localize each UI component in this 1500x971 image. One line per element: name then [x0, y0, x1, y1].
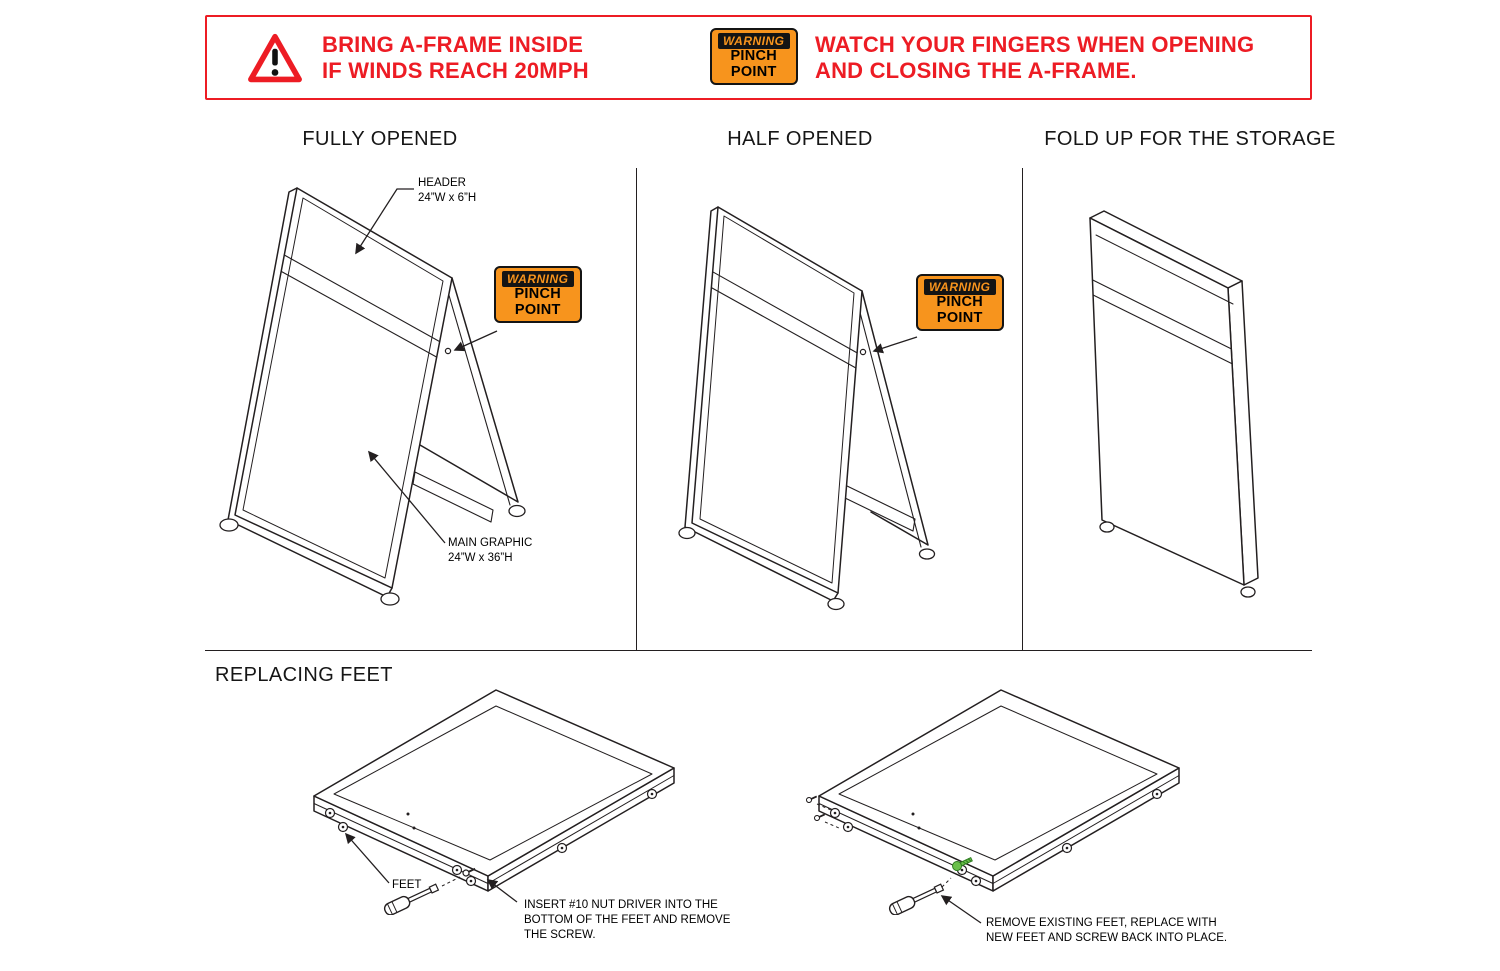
replacing-feet-title: REPLACING FEET	[215, 664, 393, 686]
half-opened-drawing	[675, 185, 975, 615]
header-label-line1: HEADER	[418, 177, 466, 189]
nut-driver-icon	[888, 883, 945, 915]
screw-icon	[805, 795, 818, 804]
feet-illustration	[1099, 521, 1256, 598]
feet-label: FEET	[392, 879, 422, 891]
finger-warning-line2: AND CLOSING THE A-FRAME.	[815, 58, 1137, 84]
remove-instruction-line1: INSERT #10 NUT DRIVER INTO THE	[524, 899, 718, 911]
section-divider-horizontal	[205, 650, 1312, 651]
pinch-point-warning-sign: WARNING PINCH POINT	[916, 274, 1004, 331]
pinch-sign-line1: PINCH	[514, 286, 562, 303]
section-divider-right	[1022, 168, 1023, 650]
wind-warning-line1: BRING A-FRAME INSIDE	[322, 32, 584, 57]
finger-warning-text: WATCH YOUR FINGERS WHEN OPENING AND CLOS…	[815, 32, 1254, 85]
pinch-sign-line1: PINCH	[936, 294, 984, 311]
remove-feet-drawing	[300, 680, 695, 915]
main-graphic-label-line2: 24”W x 36”H	[448, 551, 513, 564]
flat-aframe-remove-illustration	[313, 689, 675, 915]
wind-warning-line2: IF WINDS REACH 20MPH	[322, 58, 589, 84]
main-graphic-label-line1: MAIN GRAPHIC	[448, 537, 533, 549]
remove-instruction-line3: THE SCREW.	[524, 929, 596, 942]
a-frame-half-opened-illustration	[678, 206, 936, 611]
pinch-point-warning-sign: WARNING PINCH POINT	[494, 266, 582, 323]
pinch-sign-line1: PINCH	[730, 48, 778, 65]
finger-warning-line1: WATCH YOUR FINGERS WHEN OPENING	[815, 32, 1255, 57]
warning-banner: BRING A-FRAME INSIDE IF WINDS REACH 20MP…	[205, 15, 1312, 100]
pinch-sign-line2: POINT	[936, 309, 983, 326]
replace-feet-instruction: REMOVE EXISTING FEET, REPLACE WITH NEW F…	[986, 916, 1227, 946]
pinch-sign-line2: POINT	[514, 301, 561, 318]
feet-illustration	[324, 788, 658, 887]
wind-warning-text: BRING A-FRAME INSIDE IF WINDS REACH 20MP…	[322, 32, 589, 85]
screw-icon	[813, 813, 826, 822]
warning-triangle-icon	[248, 33, 302, 83]
flat-aframe-replace-illustration	[805, 689, 1180, 915]
fully-opened-title: FULLY OPENED	[302, 128, 458, 150]
a-frame-folded-illustration	[1089, 210, 1259, 598]
header-label-line2: 24”W x 6”H	[418, 191, 477, 204]
replace-instruction-line1: REMOVE EXISTING FEET, REPLACE WITH	[986, 917, 1217, 929]
pinch-sign-header: WARNING	[924, 279, 996, 296]
half-opened-title: HALF OPENED	[727, 128, 873, 150]
fold-up-title: FOLD UP FOR THE STORAGE	[1044, 128, 1336, 150]
section-divider-left	[636, 168, 637, 650]
replace-instruction-line2: NEW FEET AND SCREW BACK INTO PLACE.	[986, 932, 1228, 945]
nut-driver-icon	[383, 883, 440, 915]
feet-illustration	[678, 526, 936, 611]
replace-feet-drawing	[805, 680, 1200, 915]
folded-drawing	[1080, 205, 1270, 605]
header-dimension-label: HEADER 24”W x 6”H	[418, 176, 476, 206]
pinch-sign-header: WARNING	[502, 271, 574, 288]
pinch-sign-line2: POINT	[730, 63, 777, 80]
remove-instruction-line2: BOTTOM OF THE FEET AND REMOVE	[524, 914, 731, 927]
remove-screw-instruction: INSERT #10 NUT DRIVER INTO THE BOTTOM OF…	[524, 898, 730, 944]
feet-illustration	[219, 504, 526, 606]
green-screw-icon	[952, 856, 973, 871]
screw-icon	[462, 867, 476, 877]
main-graphic-dimension-label: MAIN GRAPHIC 24”W x 36”H	[448, 536, 532, 566]
feet-illustration	[829, 788, 1163, 887]
pinch-sign-header: WARNING	[718, 33, 790, 50]
pinch-point-warning-sign: WARNING PINCH POINT	[710, 28, 798, 85]
